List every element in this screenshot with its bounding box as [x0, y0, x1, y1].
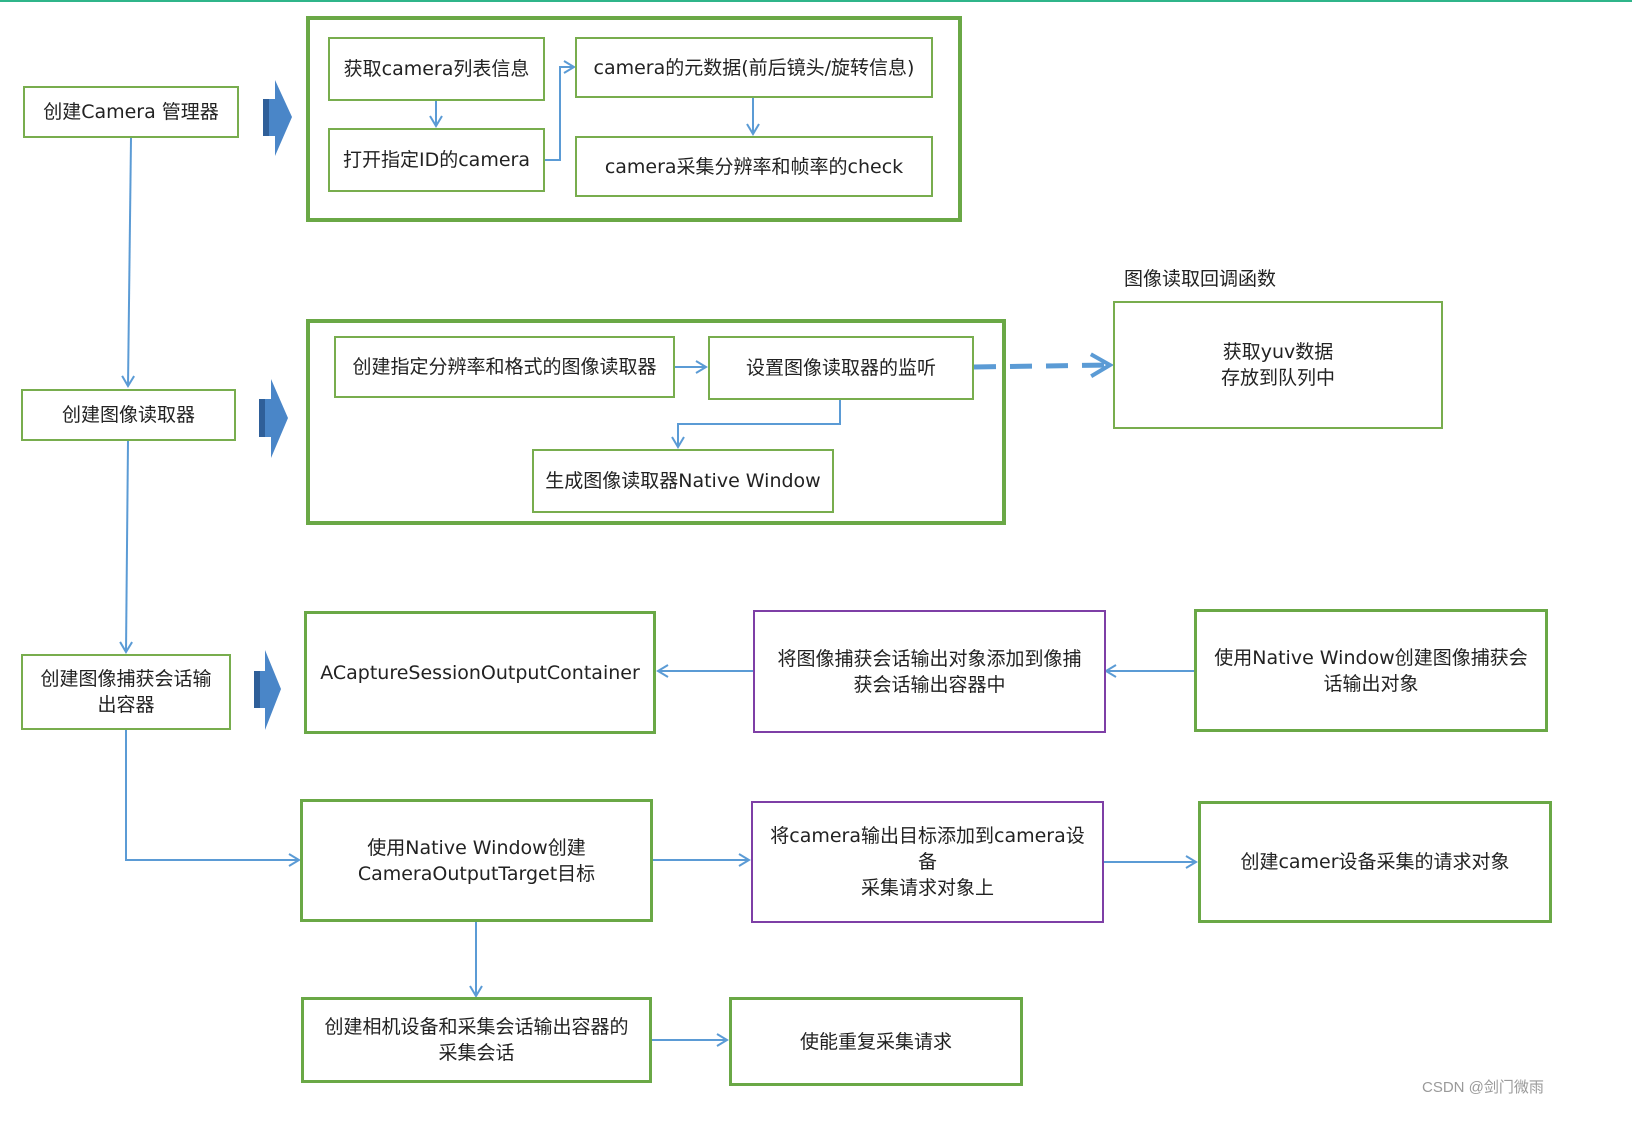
node-create-session-output: 使用Native Window创建图像捕获会 话输出对象 [1194, 609, 1548, 732]
node-add-output-to-container-label: 将图像捕获会话输出对象添加到像捕 获会话输出容器中 [777, 647, 1082, 696]
node-get-camera-list-label: 获取camera列表信息 [343, 58, 530, 80]
node-create-output-container: 创建图像捕获会话输 出容器 [21, 654, 231, 730]
node-camera-metadata: camera的元数据(前后镜头/旋转信息) [575, 37, 933, 98]
node-acapture-container-label: ACaptureSessionOutputContainer [320, 661, 640, 684]
block-arrow-2 [259, 379, 288, 458]
node-set-listener: 设置图像读取器的监听 [708, 336, 974, 400]
node-create-manager-label: 创建Camera 管理器 [43, 101, 219, 123]
node-gen-native-window: 生成图像读取器Native Window [532, 449, 834, 513]
node-camera-metadata-label: camera的元数据(前后镜头/旋转信息) [593, 56, 915, 79]
node-create-session-output-label: 使用Native Window创建图像捕获会 话输出对象 [1214, 646, 1528, 695]
node-open-camera: 打开指定ID的camera [328, 128, 545, 192]
arrow-container-to-target [125, 730, 301, 867]
node-get-yuv: 获取yuv数据 存放到队列中 [1113, 301, 1443, 429]
arrow-manager-to-reader [121, 137, 135, 388]
node-check-resolution-label: camera采集分辨率和帧率的check [604, 155, 904, 178]
node-gen-native-window-label: 生成图像读取器Native Window [545, 470, 821, 492]
watermark: CSDN @剑门微雨 [1422, 1079, 1544, 1096]
node-create-request-label: 创建camer设备采集的请求对象 [1240, 851, 1510, 873]
node-create-session-label: 创建相机设备和采集会话输出容器的 采集会话 [324, 1016, 629, 1064]
node-set-listener-label: 设置图像读取器的监听 [745, 357, 936, 379]
node-check-resolution: camera采集分辨率和帧率的check [575, 136, 933, 197]
block-arrow-3 [254, 650, 281, 730]
arrow-reader-to-container [119, 440, 133, 654]
block-arrow-1 [263, 80, 292, 156]
callback-label: 图像读取回调函数 [1124, 268, 1277, 290]
node-repeat-request: 使能重复采集请求 [729, 997, 1023, 1086]
node-create-manager: 创建Camera 管理器 [23, 86, 239, 138]
image-reader-group [306, 319, 1006, 525]
node-create-session: 创建相机设备和采集会话输出容器的 采集会话 [301, 997, 652, 1083]
top-accent-line [0, 0, 1632, 2]
node-add-target-to-request-label: 将camera输出目标添加到camera设备 采集请求对象上 [770, 825, 1085, 899]
node-add-target-to-request: 将camera输出目标添加到camera设备 采集请求对象上 [751, 801, 1104, 923]
node-create-reader: 创建图像读取器 [21, 389, 236, 441]
node-open-camera-label: 打开指定ID的camera [343, 149, 530, 171]
node-get-camera-list: 获取camera列表信息 [328, 37, 545, 101]
node-create-reader-fmt-label: 创建指定分辨率和格式的图像读取器 [352, 356, 657, 378]
camera-manager-group [306, 16, 962, 222]
node-acapture-container: ACaptureSessionOutputContainer [304, 611, 656, 734]
node-create-request: 创建camer设备采集的请求对象 [1198, 801, 1552, 923]
node-create-output-target-label: 使用Native Window创建 CameraOutputTarget目标 [357, 836, 596, 885]
node-add-output-to-container: 将图像捕获会话输出对象添加到像捕 获会话输出容器中 [753, 610, 1106, 733]
node-get-yuv-label: 获取yuv数据 存放到队列中 [1220, 341, 1335, 389]
node-repeat-request-label: 使能重复采集请求 [799, 1030, 952, 1053]
node-create-reader-fmt: 创建指定分辨率和格式的图像读取器 [334, 336, 675, 398]
node-create-reader-label: 创建图像读取器 [61, 404, 195, 426]
node-create-output-container-label: 创建图像捕获会话输 出容器 [40, 668, 212, 716]
node-create-output-target: 使用Native Window创建 CameraOutputTarget目标 [300, 799, 653, 922]
